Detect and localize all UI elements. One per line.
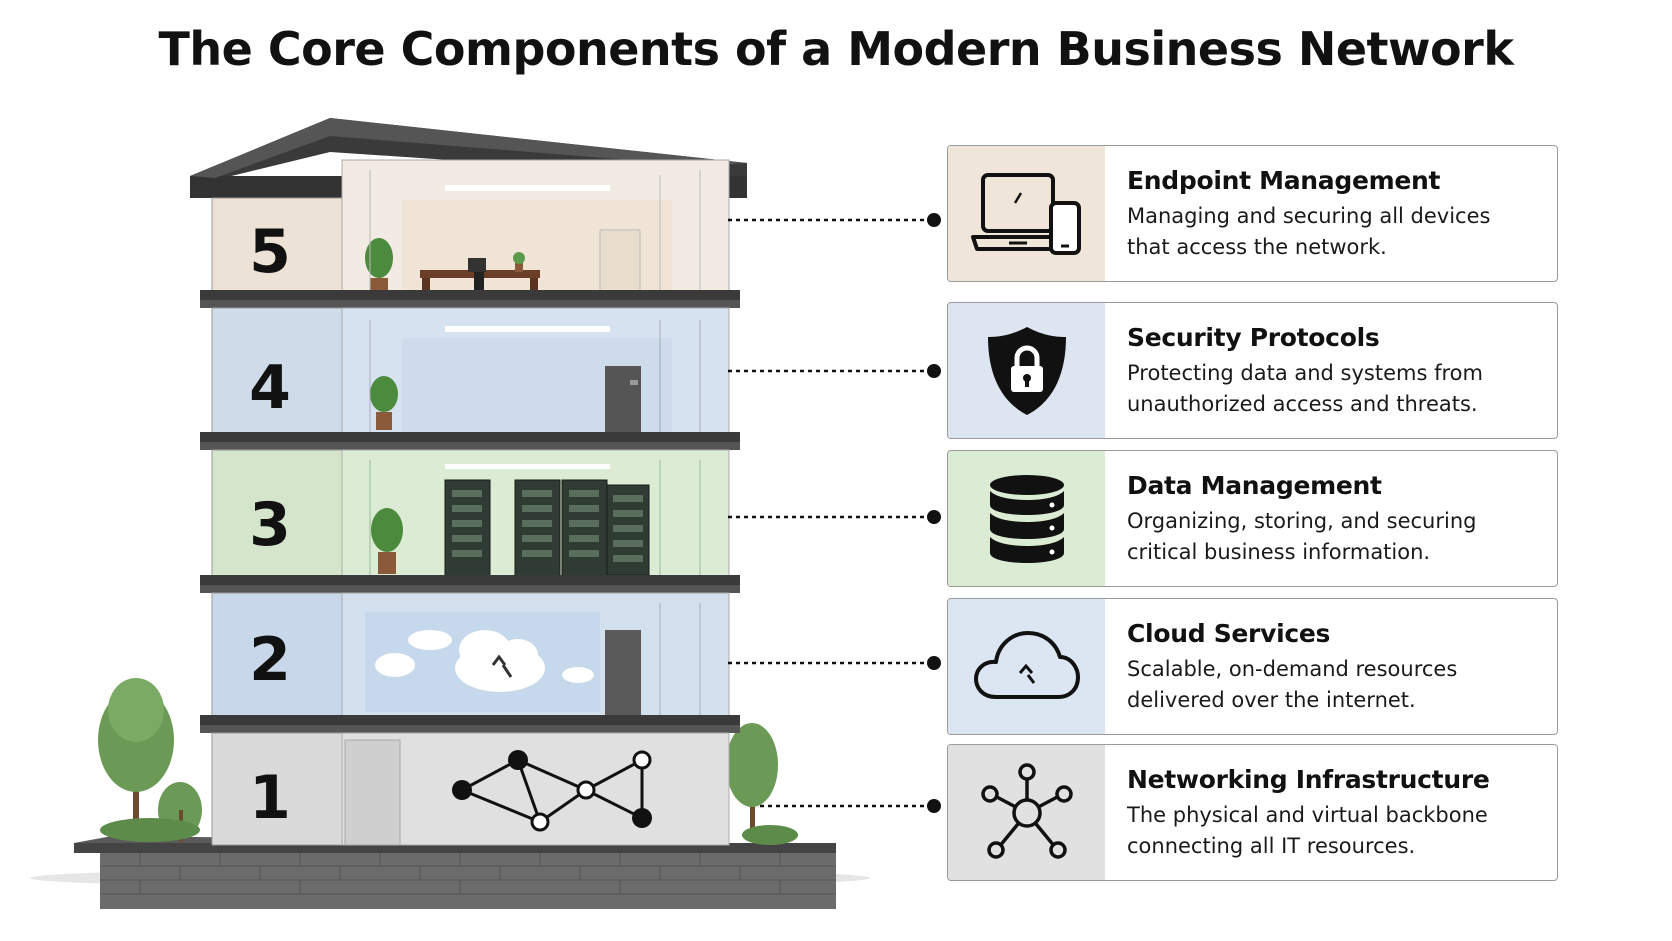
component-title: Endpoint Management (1127, 166, 1441, 195)
connector-dot-2 (927, 656, 941, 670)
component-title: Networking Infrastructure (1127, 765, 1490, 794)
laptop-phone-icon (971, 172, 1081, 255)
floor-2 (211, 592, 730, 722)
network-hub-icon (980, 762, 1073, 859)
component-desc-line-1: Scalable, on-demand resources (1127, 657, 1458, 681)
card-icon-box (948, 451, 1105, 586)
card-endpoint-management: Endpoint Management Managing and securin… (947, 145, 1558, 282)
tree-right (726, 723, 798, 845)
connector-dot-3 (927, 510, 941, 524)
component-desc-line-1: The physical and virtual backbone (1127, 803, 1488, 827)
card-icon-box (948, 599, 1105, 734)
floor-number-4: 4 (249, 353, 291, 423)
component-desc-line-1: Protecting data and systems from (1127, 361, 1483, 385)
floor-1 (211, 732, 730, 846)
shield-lock-icon (987, 327, 1066, 415)
database-icon (989, 474, 1064, 563)
connector-dot-4 (927, 364, 941, 378)
card-security-protocols: Security Protocols Protecting data and s… (947, 302, 1558, 439)
building-base (74, 836, 836, 909)
component-desc-line-2: that access the network. (1127, 235, 1387, 259)
page-title: The Core Components of a Modern Business… (158, 22, 1514, 76)
floor-number-1: 1 (249, 763, 291, 833)
card-icon-box (948, 303, 1105, 438)
component-title: Data Management (1127, 471, 1382, 500)
floor-3 (211, 449, 730, 581)
component-desc-line-1: Managing and securing all devices (1127, 204, 1491, 228)
card-cloud-services: Cloud Services Scalable, on-demand resou… (947, 598, 1558, 735)
floor-number-5: 5 (249, 217, 291, 287)
component-desc-line-2: connecting all IT resources. (1127, 834, 1416, 858)
cloud-icon (973, 630, 1080, 699)
tree-left (98, 678, 202, 842)
component-desc-line-2: unauthorized access and threats. (1127, 392, 1478, 416)
connector-dot-5 (927, 213, 941, 227)
floor-4 (211, 307, 730, 439)
floor-number-3: 3 (249, 490, 291, 560)
component-desc-line-2: critical business information. (1127, 540, 1431, 564)
connector-dot-1 (927, 799, 941, 813)
card-data-management: Data Management Organizing, storing, and… (947, 450, 1558, 587)
component-desc-line-2: delivered over the internet. (1127, 688, 1416, 712)
card-icon-box (948, 745, 1105, 880)
component-title: Cloud Services (1127, 619, 1331, 648)
component-desc-line-1: Organizing, storing, and securing (1127, 509, 1477, 533)
building-illustration: 5 4 3 2 1 (30, 118, 941, 909)
card-networking-infrastructure: Networking Infrastructure The physical a… (947, 744, 1558, 881)
floor-number-2: 2 (249, 625, 291, 695)
card-icon-box (948, 146, 1105, 281)
component-title: Security Protocols (1127, 323, 1380, 352)
